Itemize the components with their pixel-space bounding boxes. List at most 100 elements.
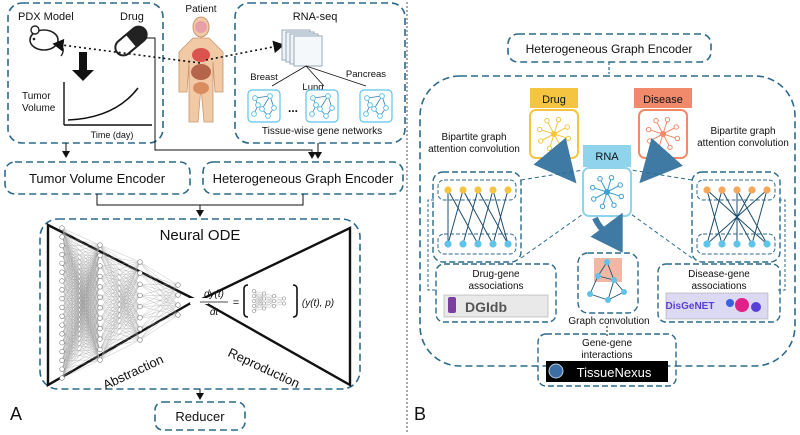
- nn-edge: [99, 255, 141, 296]
- nn-edge: [61, 349, 101, 370]
- nn-edge: [99, 255, 141, 285]
- nn-edge: [139, 284, 179, 316]
- ode-gap: [190, 298, 208, 304]
- nn-node: [59, 243, 65, 249]
- nn-edge: [61, 276, 101, 370]
- gconv-edge: [607, 279, 615, 301]
- tumor-volume-encoder-label: Tumor Volume Encoder: [29, 171, 166, 186]
- nn-edge: [61, 328, 101, 335]
- nn-edge: [99, 286, 141, 329]
- nn-edge: [139, 284, 179, 296]
- neural-ode-label: Neural ODE: [160, 227, 241, 244]
- nn-edge: [99, 328, 141, 361]
- tissue-network-node: [364, 95, 370, 101]
- nn-edge: [99, 317, 141, 340]
- nn-node: [97, 252, 103, 259]
- nn-edge: [99, 295, 141, 329]
- hetero-encoder-label-a: Heterogeneous Graph Encoder: [213, 171, 394, 186]
- mini-nn-edge: [263, 295, 275, 304]
- nn-edge: [61, 318, 101, 343]
- rna-graph: [589, 174, 625, 210]
- nn-edge: [139, 284, 179, 286]
- nn-edge: [61, 255, 101, 379]
- nn-edge: [61, 342, 101, 361]
- connector-right-side: [777, 199, 786, 291]
- nn-edge: [61, 318, 101, 379]
- tissue-network-node: [251, 111, 257, 117]
- patient-label: Patient: [185, 4, 216, 15]
- nn-edge: [99, 286, 141, 318]
- nn-edge: [99, 261, 141, 287]
- nn-edge: [61, 328, 101, 361]
- mini-nn-node: [252, 309, 256, 313]
- nn-edge: [99, 297, 141, 329]
- nn-edge: [61, 244, 101, 282]
- nn-edge: [61, 276, 101, 361]
- nn-node: [137, 326, 143, 332]
- connector-right-top: [630, 169, 693, 181]
- gconv-edge: [589, 275, 599, 295]
- nn-edge: [99, 273, 141, 298]
- graph-conv-label: Graph convolution: [568, 316, 649, 327]
- nn-edge: [99, 295, 141, 298]
- nn-edge: [99, 306, 141, 308]
- nn-node: [59, 340, 65, 346]
- nn-edge: [139, 284, 179, 296]
- star-graph-node: [544, 118, 550, 124]
- tissue-network-node: [371, 106, 377, 112]
- nn-node: [97, 346, 103, 353]
- nn-edge: [99, 261, 141, 329]
- mini-nn-node: [262, 296, 266, 301]
- star-graph-hub: [604, 189, 610, 195]
- star-graph-node: [653, 118, 659, 124]
- nn-edge: [61, 276, 101, 334]
- pdx-model-label: PDX Model: [18, 11, 74, 23]
- bipartite-bottom-node: [733, 240, 741, 248]
- nn-edge: [61, 297, 101, 379]
- nn-edge: [99, 284, 141, 308]
- hetero-outer-box: [419, 75, 796, 367]
- nn-edge: [99, 286, 141, 307]
- disease-gene-label-2: associations: [691, 281, 746, 292]
- reducer-box: [154, 401, 246, 431]
- star-graph-node: [564, 124, 570, 130]
- tissue-network-node: [259, 106, 265, 112]
- nn-node: [59, 260, 65, 266]
- nn-edge: [61, 276, 101, 379]
- rna-header-box: [583, 145, 631, 167]
- bipartite-bottom-node: [763, 240, 771, 248]
- nn-edge: [99, 306, 141, 350]
- nn-edge: [139, 284, 179, 307]
- tissuenexus-logo-text: TissueNexus: [577, 365, 652, 380]
- mini-nn-edge: [263, 295, 275, 309]
- nn-edge: [139, 261, 179, 306]
- nn-edge: [99, 276, 141, 285]
- bipartite-top-node: [703, 186, 711, 194]
- nn-edge: [61, 351, 101, 361]
- drug-to-rna-arrow: [533, 137, 577, 184]
- nn-edge: [99, 244, 141, 307]
- bipartite-edge: [736, 189, 768, 245]
- mini-nn-node: [282, 296, 286, 301]
- star-graph-node: [597, 176, 603, 182]
- nn-node: [137, 281, 143, 287]
- bipartite-bottom-node: [718, 240, 726, 248]
- bipartite-edge: [706, 189, 723, 245]
- nn-edge: [61, 338, 101, 361]
- nn-edge: [61, 255, 101, 370]
- nn-node: [59, 304, 65, 311]
- nn-edge: [99, 297, 141, 307]
- disease-gene-box: [657, 263, 781, 323]
- nn-edge: [61, 255, 101, 334]
- bipartite-right-top-row: [696, 179, 776, 201]
- nn-edge: [99, 306, 141, 340]
- nn-node: [175, 292, 181, 298]
- eq-denominator: dt: [210, 307, 220, 318]
- nn-edge: [99, 261, 141, 361]
- nn-edge: [99, 284, 141, 329]
- tissue-network-node: [367, 102, 373, 108]
- gconv-edge: [606, 261, 615, 281]
- eq-mini-network: [252, 289, 286, 313]
- nn-edge: [99, 273, 141, 287]
